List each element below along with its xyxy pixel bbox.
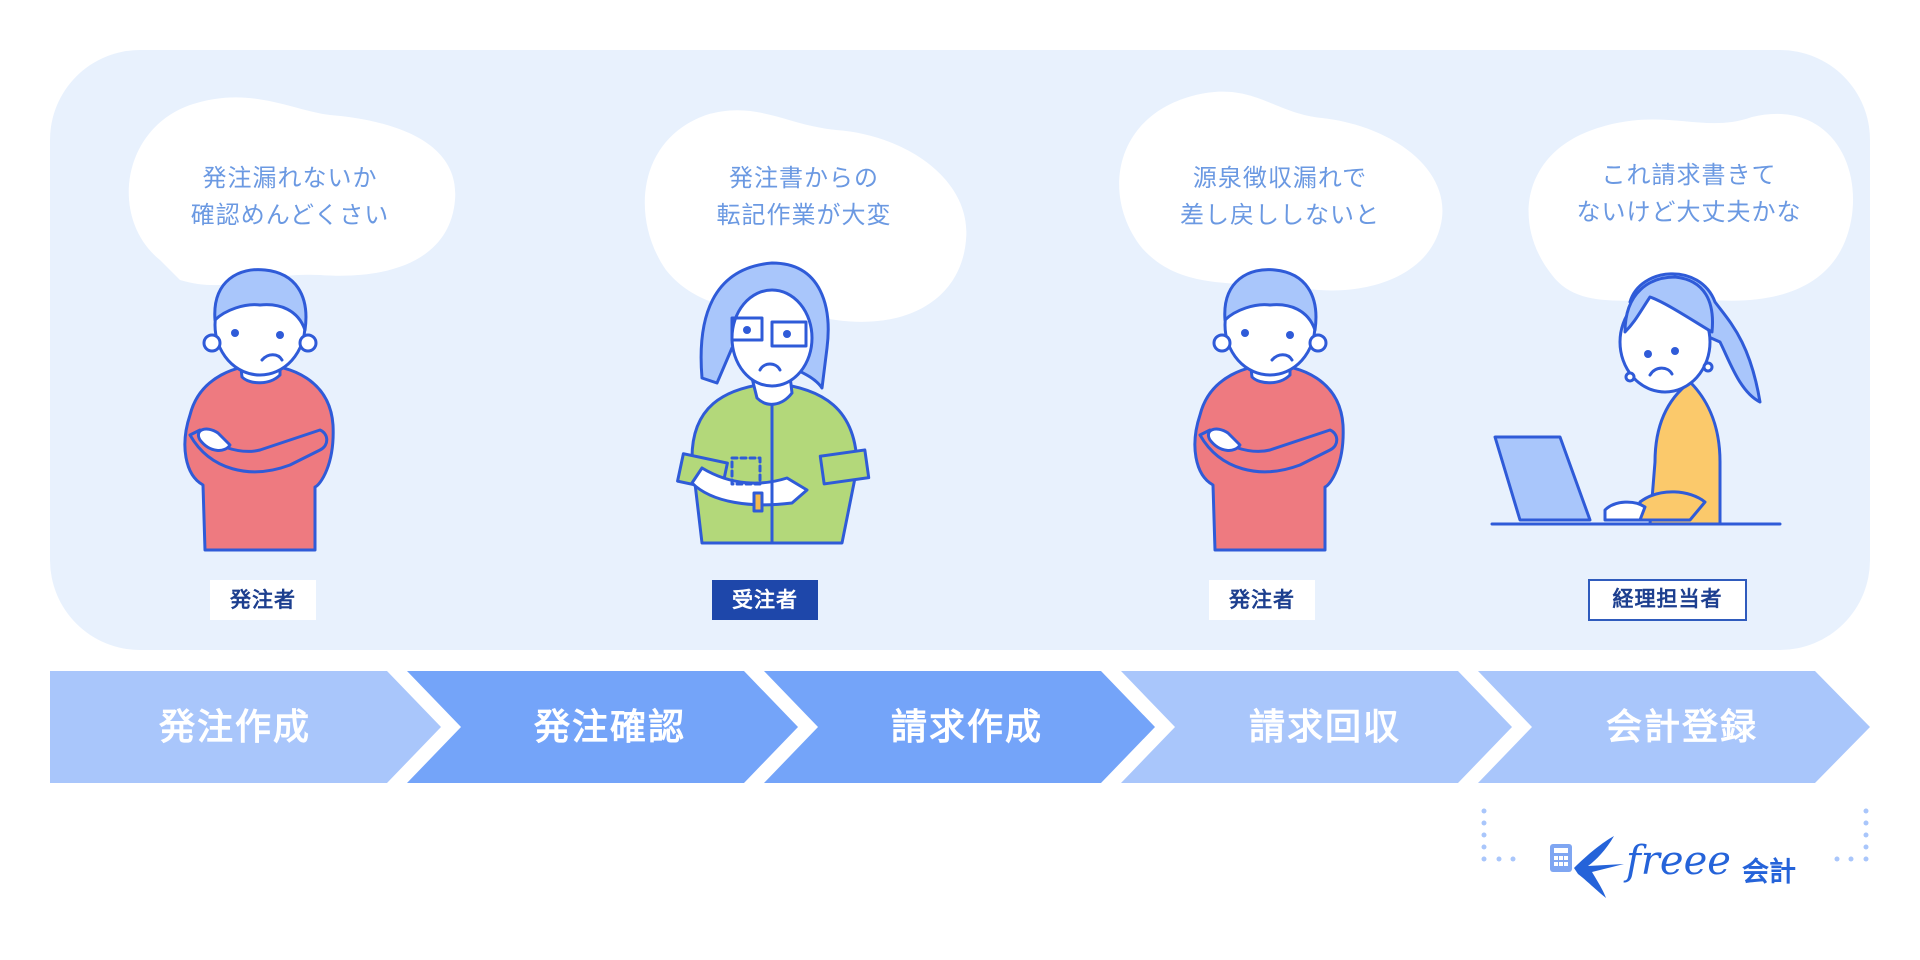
bubble-line: 発注書からの	[729, 164, 879, 192]
brand-name: freee	[1626, 838, 1731, 884]
role-label-orderer-2: 発注者	[1209, 580, 1315, 620]
bubble-line: 発注漏れないか	[202, 164, 378, 192]
bubble-line: ないけど大丈夫かな	[1576, 198, 1802, 226]
flow-step-invoice-collect: 請求回収	[1248, 707, 1401, 748]
flow-step-shape-1	[50, 671, 441, 783]
product-name: 会計	[1742, 857, 1796, 888]
thought-bubble-1: 発注漏れないか 確認めんどくさい	[120, 90, 460, 310]
flow-step-accounting-register: 会計登録	[1605, 707, 1758, 748]
contractor-woman-illustration	[676, 261, 871, 545]
flow-step-shape-3	[764, 671, 1155, 783]
orderer-man-illustration-2	[1193, 268, 1345, 552]
role-label-accountant: 経理担当者	[1588, 579, 1747, 621]
flow-step-order-create: 発注作成	[158, 707, 311, 748]
flow-step-shape-5	[1478, 671, 1870, 783]
flow-step-shape-4	[1121, 671, 1512, 783]
bubble-line: 差し戻ししないと	[1180, 201, 1380, 229]
bubble-line: 転記作業が大変	[716, 201, 892, 229]
thought-bubble-2: 発注書からの 転記作業が大変	[636, 100, 972, 330]
bubble-line: これ請求書きて	[1601, 161, 1777, 189]
role-label-orderer: 発注者	[210, 580, 316, 620]
flow-step-shape-2	[407, 671, 798, 783]
thought-bubble-4: これ請求書きて ないけど大丈夫かな	[1522, 105, 1856, 325]
calculator-swallow-icon	[1550, 836, 1624, 898]
flow-step-invoice-create: 請求作成	[890, 707, 1043, 748]
thought-bubble-3: 源泉徴収漏れで 差し戻ししないと	[1112, 88, 1448, 298]
role-label-contractor: 受注者	[712, 580, 818, 620]
accountant-woman-illustration	[1490, 272, 1782, 526]
bubble-line: 源泉徴収漏れで	[1192, 164, 1368, 192]
flow-step-order-confirm: 発注確認	[533, 707, 686, 748]
orderer-man-illustration	[183, 268, 335, 552]
bubble-line: 確認めんどくさい	[190, 201, 390, 229]
